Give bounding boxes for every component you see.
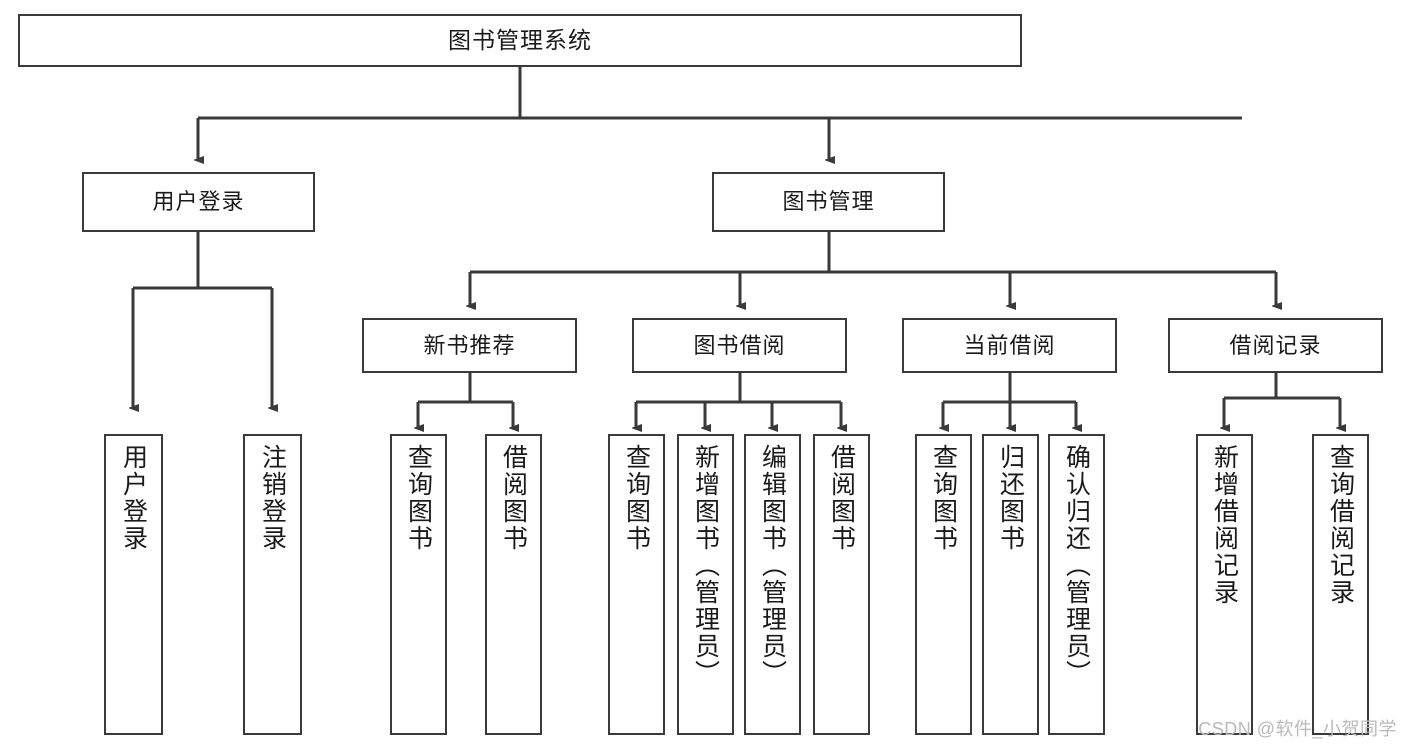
node-label: 借阅图书 [827, 444, 856, 552]
node-user-login[interactable]: 用户登录 [82, 172, 315, 232]
leaf-query-books-borrow[interactable]: 查询图书 [608, 434, 665, 735]
node-label: 图书管理 [782, 189, 875, 214]
node-current-borrowing[interactable]: 当前借阅 [902, 318, 1117, 373]
node-borrow-records[interactable]: 借阅记录 [1168, 318, 1383, 373]
node-label: 借阅图书 [499, 444, 528, 552]
node-new-book-recommendation[interactable]: 新书推荐 [362, 318, 577, 373]
node-label: 编辑图书（管理员） [758, 444, 787, 687]
node-label: 用户登录 [152, 189, 245, 214]
node-label: 新增借阅记录 [1210, 444, 1239, 606]
node-label: 查询图书 [929, 444, 958, 552]
node-label: 归还图书 [996, 444, 1025, 552]
watermark-text: CSDN @软件_小贺同学 [1198, 719, 1397, 739]
node-label: 注销登录 [258, 444, 287, 552]
node-label: 用户登录 [119, 444, 148, 552]
node-book-management[interactable]: 图书管理 [712, 172, 945, 232]
leaf-edit-book-admin[interactable]: 编辑图书（管理员） [744, 434, 801, 735]
leaf-user-login[interactable]: 用户登录 [104, 434, 163, 735]
node-label: 新增图书（管理员） [691, 444, 720, 687]
node-label: 新书推荐 [423, 332, 516, 358]
leaf-query-borrow-record[interactable]: 查询借阅记录 [1312, 434, 1369, 735]
leaf-borrow-books-recommend[interactable]: 借阅图书 [485, 434, 542, 735]
node-label: 当前借阅 [963, 332, 1056, 358]
leaf-query-books-current[interactable]: 查询图书 [915, 434, 972, 735]
node-label: 查询图书 [404, 444, 433, 552]
node-label: 确认归还（管理员） [1062, 444, 1091, 687]
leaf-borrow-books[interactable]: 借阅图书 [813, 434, 870, 735]
leaf-query-books-recommend[interactable]: 查询图书 [390, 434, 447, 735]
node-label: 查询借阅记录 [1326, 444, 1355, 606]
leaf-logout[interactable]: 注销登录 [243, 434, 302, 735]
node-label: 图书借阅 [693, 332, 786, 358]
node-label: 查询图书 [622, 444, 651, 552]
leaf-add-book-admin[interactable]: 新增图书（管理员） [677, 434, 734, 735]
node-label: 借阅记录 [1229, 332, 1322, 358]
node-label: 图书管理系统 [448, 27, 592, 53]
leaf-confirm-return-admin[interactable]: 确认归还（管理员） [1048, 434, 1105, 735]
node-book-borrowing[interactable]: 图书借阅 [632, 318, 847, 373]
node-root-book-management-system[interactable]: 图书管理系统 [18, 14, 1022, 67]
leaf-add-borrow-record[interactable]: 新增借阅记录 [1196, 434, 1253, 735]
leaf-return-books[interactable]: 归还图书 [982, 434, 1039, 735]
